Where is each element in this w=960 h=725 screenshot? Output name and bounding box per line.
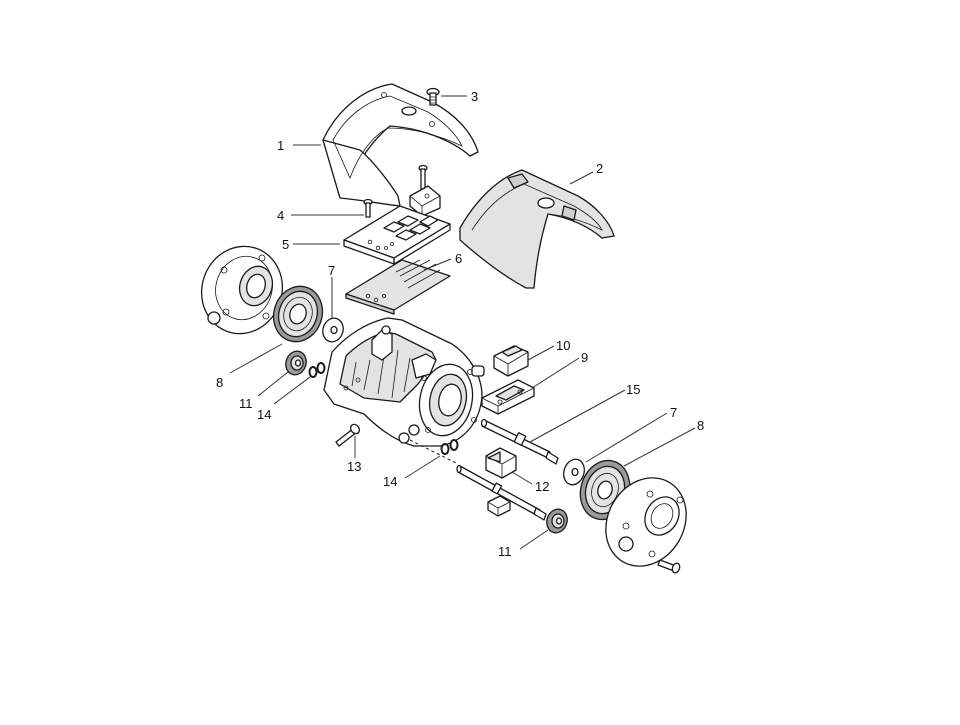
callout-1: 1: [277, 138, 284, 153]
callout-6: 6: [455, 251, 462, 266]
callout-15: 15: [626, 382, 640, 397]
callout-5: 5: [282, 237, 289, 252]
part-5-valve-plate: [343, 205, 451, 265]
callout-8a: 8: [216, 375, 223, 390]
callout-14b: 14: [383, 474, 397, 489]
callout-8b: 8: [697, 418, 704, 433]
callout-9: 9: [581, 350, 588, 365]
part-4-screw: [363, 198, 373, 218]
callout-7b: 7: [670, 405, 677, 420]
bracket-screw: [418, 164, 428, 190]
part-11-bearing-right: [546, 508, 568, 534]
part-9-valve-seat: [481, 379, 535, 415]
callout-3: 3: [471, 89, 478, 104]
part-10-valve-clamp: [493, 345, 529, 377]
part-12-slider-block: [485, 447, 517, 479]
callout-2: 2: [596, 161, 603, 176]
part-3-screw: [426, 87, 440, 106]
callout-labels: 1 2 3 4 5 6 7 8 11 14 10 9 15 7 8 13 14 …: [216, 89, 704, 559]
callout-11b: 11: [498, 544, 512, 559]
left-end-flange: [200, 245, 284, 335]
dashed-assembly-line-1: [409, 439, 459, 465]
part-2-lower-cover: [459, 169, 615, 289]
part-15-crankshaft: [480, 418, 559, 465]
callout-10: 10: [556, 338, 570, 353]
part-14-o-rings-center: [440, 439, 459, 455]
part-7-washer-left: [322, 317, 344, 343]
part-7-washer-right: [563, 458, 585, 486]
part-13-screw: [335, 423, 361, 447]
valve-bracket: [409, 185, 441, 217]
callout-12: 12: [535, 479, 549, 494]
callout-11a: 11: [239, 396, 253, 411]
callout-7a: 7: [328, 263, 335, 278]
lower-shaft: [456, 464, 547, 521]
callout-4: 4: [277, 208, 284, 223]
leader-lines: [229, 95, 696, 550]
shaft-key: [487, 495, 511, 517]
part-6-gasket: [345, 259, 451, 315]
part-11-bearing-left: [285, 350, 307, 376]
part-14-o-rings-left: [308, 362, 326, 378]
right-end-flange: [605, 477, 687, 567]
callout-14a: 14: [257, 407, 271, 422]
callout-13: 13: [347, 459, 361, 474]
part-8-diaphragm-left: [272, 285, 324, 343]
part-1-upper-cover: [322, 83, 479, 207]
pump-housing: [323, 317, 485, 447]
right-flange-screw: [657, 559, 681, 574]
